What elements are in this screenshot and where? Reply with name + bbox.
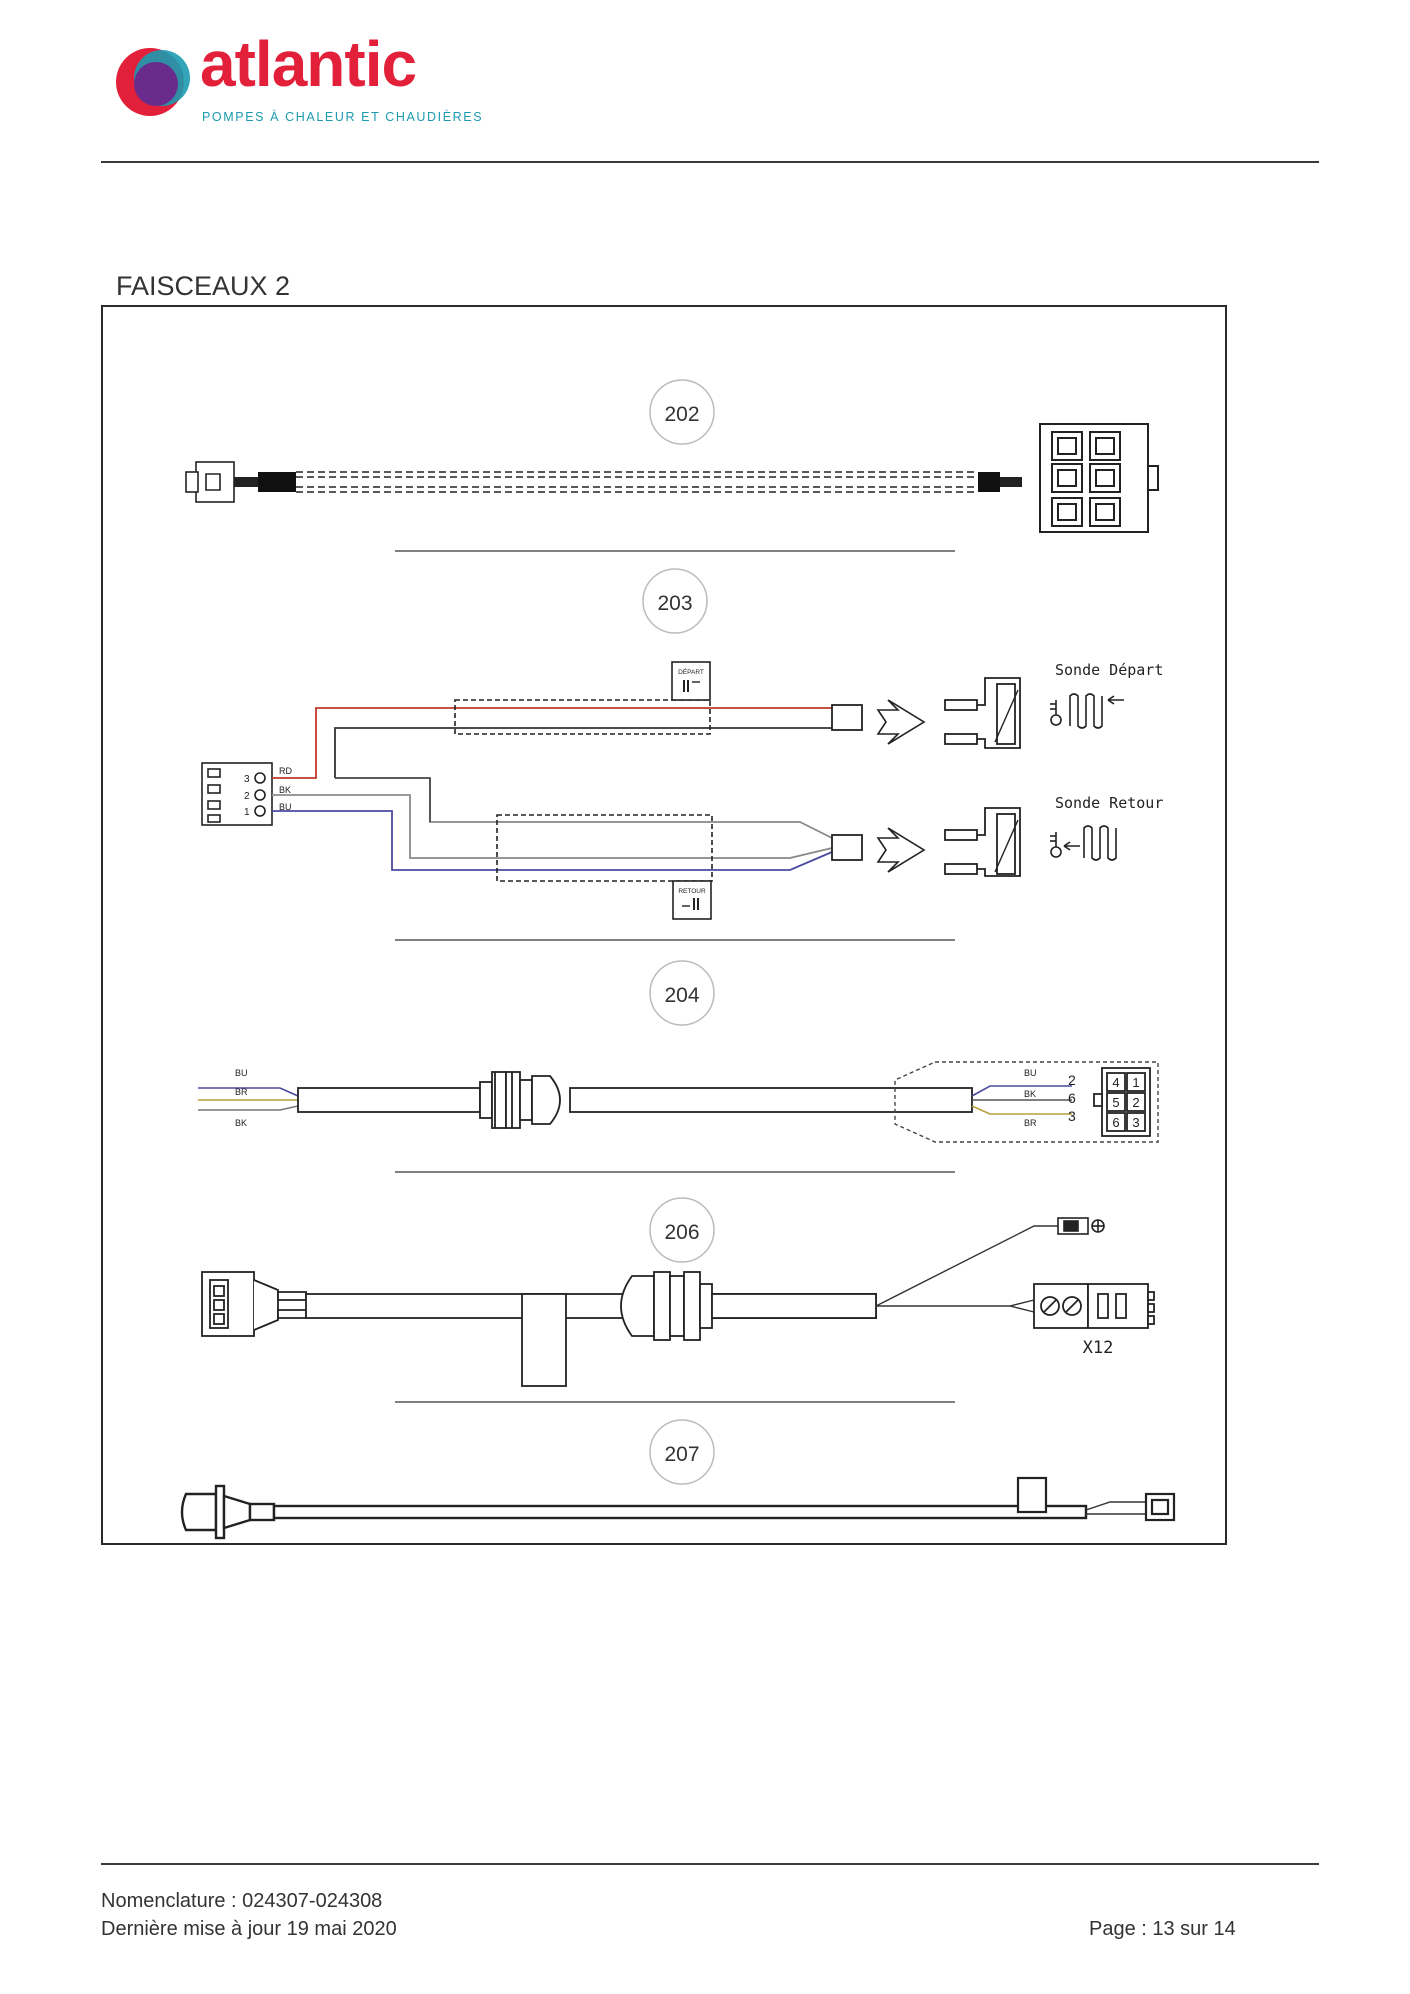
wire-label: BU bbox=[235, 1068, 248, 1078]
harness-number: 203 bbox=[657, 592, 692, 615]
wire-label: BK bbox=[1024, 1089, 1036, 1099]
wire-boot bbox=[258, 472, 296, 492]
connector-pin: 1 bbox=[1132, 1075, 1139, 1090]
earth-connector-icon bbox=[1057, 1217, 1105, 1235]
cable-sheath bbox=[711, 1293, 877, 1319]
small-connector-icon bbox=[185, 461, 235, 503]
connector-label: X12 bbox=[1083, 1338, 1114, 1358]
six-pin-connector-icon bbox=[1093, 1067, 1151, 1137]
terminal-block-icon bbox=[1033, 1283, 1155, 1329]
harness-202: 202 bbox=[185, 379, 1159, 533]
wire-label: BR bbox=[235, 1087, 248, 1097]
pin-label: 2 bbox=[244, 791, 250, 802]
temperature-probe-icon bbox=[180, 1484, 276, 1540]
temperature-sensor-icon bbox=[1050, 825, 1117, 861]
footer-divider bbox=[101, 1863, 1319, 1865]
sensor-contact-depart-icon bbox=[944, 677, 1021, 749]
harness-number-circle bbox=[649, 1419, 715, 1485]
cable-sheath bbox=[272, 1504, 1088, 1520]
logo-mark-icon bbox=[116, 48, 190, 116]
wire-label: BR bbox=[1024, 1118, 1037, 1128]
plug-depart bbox=[831, 704, 863, 731]
cable-sheath bbox=[297, 1087, 481, 1113]
wire-boot bbox=[234, 477, 258, 487]
cable-clip bbox=[1016, 1476, 1048, 1514]
sensor-depart-label: Sonde Départ bbox=[1055, 661, 1163, 679]
harness-number: 207 bbox=[664, 1443, 699, 1466]
header-divider bbox=[101, 161, 1319, 163]
tag-retour: RETOUR bbox=[672, 880, 712, 920]
harness-204: 204 BU BR BK BU BK BR 2 6 3 bbox=[198, 960, 1159, 1143]
wires bbox=[971, 1085, 1072, 1115]
wires bbox=[1085, 1501, 1146, 1515]
plug-retour bbox=[831, 834, 863, 861]
connector-pin: 6 bbox=[1112, 1115, 1119, 1130]
footer-nomenclature: Nomenclature : 024307-024308 bbox=[101, 1890, 383, 1912]
cable-sheath bbox=[569, 1087, 973, 1113]
cable-tag bbox=[521, 1293, 567, 1387]
harness-number: 206 bbox=[664, 1221, 699, 1244]
pin-label: 3 bbox=[244, 774, 250, 785]
sleeve-depart bbox=[454, 699, 711, 735]
svg-text:RETOUR: RETOUR bbox=[678, 888, 706, 895]
connector-pin: 4 bbox=[1112, 1075, 1119, 1090]
wire-label: BU bbox=[1024, 1068, 1037, 1078]
two-pin-connector-icon bbox=[1144, 1492, 1176, 1522]
wires-lower bbox=[335, 777, 431, 822]
svg-text:DÉPART: DÉPART bbox=[678, 667, 704, 676]
harness-number-circle bbox=[649, 960, 715, 1026]
pin-number: 3 bbox=[1068, 1108, 1076, 1124]
temperature-sensor-icon bbox=[1050, 693, 1124, 729]
wire-boot bbox=[1000, 477, 1022, 487]
arrow-icon bbox=[876, 699, 926, 873]
six-pin-connector-icon bbox=[1039, 423, 1159, 533]
wire-label-rd: RD bbox=[279, 766, 292, 776]
connector-pin: 3 bbox=[1132, 1115, 1139, 1130]
wires bbox=[198, 1087, 299, 1111]
harness-number-circle bbox=[642, 568, 708, 634]
separators bbox=[395, 550, 955, 1403]
wire-label: BK bbox=[235, 1118, 247, 1128]
harness-207: 207 bbox=[180, 1419, 1176, 1540]
sleeve-retour bbox=[496, 814, 713, 882]
footer-page-number: Page : 13 sur 14 bbox=[1089, 1918, 1236, 1940]
harness-number-circle bbox=[649, 1197, 715, 1263]
atlantic-logo: atlantic POMPES À CHALEUR ET CHAUDIÈRES bbox=[110, 32, 500, 128]
wire-boot bbox=[978, 472, 1000, 492]
three-pin-connector-icon bbox=[201, 1271, 307, 1337]
connector-pin: 5 bbox=[1112, 1095, 1119, 1110]
pin-number: 2 bbox=[1068, 1072, 1076, 1088]
tag-depart: DÉPART bbox=[671, 661, 711, 701]
harness-number-circle bbox=[649, 379, 715, 445]
wire-label-bu: BU bbox=[279, 802, 292, 812]
sensor-retour-label: Sonde Retour bbox=[1055, 794, 1163, 812]
three-pin-connector-icon bbox=[201, 762, 273, 826]
pin-number: 6 bbox=[1068, 1090, 1076, 1106]
connector-pin: 2 bbox=[1132, 1095, 1139, 1110]
footer-updated: Dernière mise à jour 19 mai 2020 bbox=[101, 1918, 397, 1940]
sensor-contact-retour-icon bbox=[944, 807, 1021, 877]
logo-wordmark: atlantic bbox=[200, 28, 417, 100]
logo-tagline: POMPES À CHALEUR ET CHAUDIÈRES bbox=[202, 110, 484, 124]
cable-gland-icon bbox=[479, 1071, 561, 1129]
wire-label-bk: BK bbox=[279, 785, 291, 795]
harness-206: 206 bbox=[201, 1197, 1155, 1387]
cable bbox=[296, 471, 978, 493]
harness-number: 202 bbox=[664, 403, 699, 426]
harness-203: 203 3 2 1 RD BK BU bbox=[201, 568, 1163, 920]
wires bbox=[875, 1225, 1058, 1313]
wires bbox=[272, 707, 833, 871]
connector-outline bbox=[894, 1061, 1159, 1143]
pin-label: 1 bbox=[244, 807, 250, 818]
diagram-frame bbox=[101, 305, 1227, 1545]
section-title: FAISCEAUX 2 bbox=[116, 271, 291, 301]
harness-number: 204 bbox=[664, 984, 699, 1007]
cable-gland-icon bbox=[620, 1271, 713, 1341]
